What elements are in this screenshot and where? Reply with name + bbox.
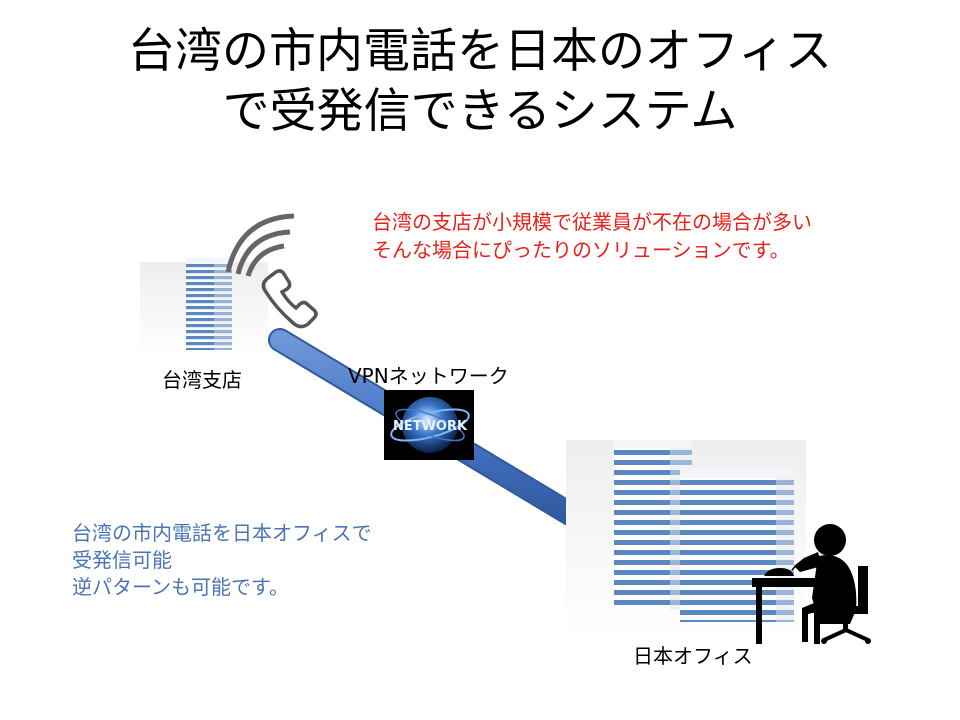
japan-building-icon — [566, 440, 806, 636]
taiwan-branch-label: 台湾支店 — [162, 368, 242, 392]
slide-title: 台湾の市内電話を日本のオフィス で受発信できるシステム — [0, 22, 960, 142]
red-note-line-2: そんな場合にぴったりのソリューションです。 — [372, 238, 790, 262]
person-at-desk-icon — [752, 524, 871, 644]
blue-note-line-3: 逆パターンも可能です。 — [72, 575, 289, 599]
japan-office-label: 日本オフィス — [633, 644, 753, 668]
red-note-line-1: 台湾の支店が小規模で従業員が不在の場合が多い — [372, 210, 812, 234]
network-globe-icon: NETWORK — [384, 390, 474, 460]
title-line-1: 台湾の市内電話を日本のオフィス — [127, 24, 833, 79]
blue-note: 台湾の市内電話を日本オフィスで 受発信可能 逆パターンも可能です。 — [72, 520, 372, 601]
network-badge-text: NETWORK — [393, 419, 468, 434]
title-line-2: で受発信できるシステム — [222, 84, 738, 139]
blue-note-line-1: 台湾の市内電話を日本オフィスで — [72, 521, 372, 545]
red-note: 台湾の支店が小規模で従業員が不在の場合が多い そんな場合にぴったりのソリューショ… — [372, 208, 812, 264]
phone-icon — [225, 213, 318, 329]
blue-note-line-2: 受発信可能 — [72, 548, 172, 572]
vpn-network-label: VPNネットワーク — [348, 364, 509, 388]
taiwan-building-icon — [140, 258, 268, 358]
